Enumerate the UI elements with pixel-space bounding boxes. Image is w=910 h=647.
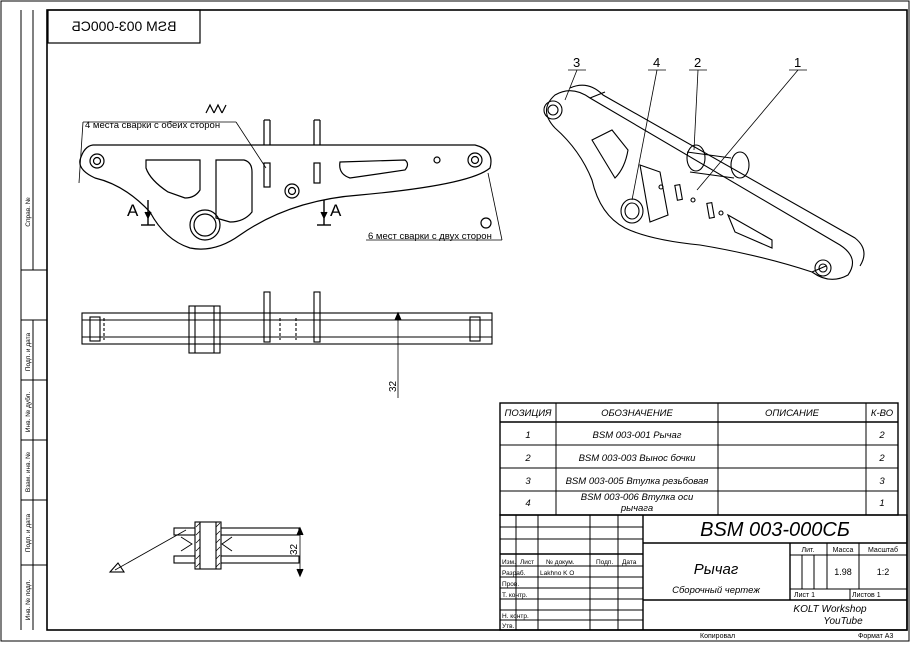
- tb-sheets-label: Листов 1: [852, 592, 881, 599]
- tb-row-approved: Утв.: [502, 623, 515, 630]
- copied-label: Копировал: [700, 633, 735, 640]
- callout-4: 4: [653, 55, 660, 70]
- weld-note-top: 4 места сварки с обеих сторон: [85, 120, 220, 131]
- spec-row-3-name: BSM 003-005 Втулка резьбовая: [566, 476, 709, 487]
- spec-row-3-pos: 3: [525, 476, 531, 487]
- dimension-height-detail: 32: [289, 543, 300, 555]
- side-label-inv-dubl: Инв. № дубл.: [24, 392, 32, 432]
- spec-row-1-name: BSM 003-001 Рычаг: [593, 430, 682, 441]
- tb-row-tcontrol: Т. контр.: [502, 592, 528, 599]
- tb-org-line2: YouTube: [823, 616, 863, 627]
- spec-row-1-qty: 2: [878, 430, 885, 441]
- top-view: [81, 291, 493, 398]
- callout-1: 1: [794, 55, 801, 70]
- weld-note-bottom: 6 мест сварки с двух сторон: [368, 231, 492, 242]
- tb-scale-value: 1:2: [877, 567, 890, 577]
- dimension-height: 32: [388, 380, 399, 392]
- spec-row-4-qty: 1: [879, 498, 884, 509]
- tb-col-sign: Подп.: [596, 559, 613, 566]
- section-mark-right: А: [330, 201, 342, 220]
- title-designation: BSM 003-000СБ: [700, 519, 850, 541]
- callout-2: 2: [694, 55, 701, 70]
- spec-row-4-pos: 4: [525, 498, 530, 509]
- tb-col-date: Дата: [622, 559, 637, 566]
- spec-header-qty: К-ВО: [871, 408, 894, 419]
- section-detail: [108, 521, 304, 578]
- section-mark-left: А: [127, 201, 139, 220]
- title-part-name: Рычаг: [694, 561, 739, 578]
- tb-mass-value: 1.98: [834, 567, 852, 577]
- spec-row-3-qty: 3: [879, 476, 885, 487]
- tb-sheet-label: Лист 1: [794, 592, 815, 599]
- callout-3: 3: [573, 55, 580, 70]
- side-label-vzam: Взам. инв. №: [25, 452, 32, 492]
- tb-row-ncontrol: Н. контр.: [502, 613, 529, 620]
- spec-table: [499, 402, 899, 516]
- tb-mass-label: Масса: [833, 547, 854, 554]
- tb-lit-label: Лит.: [802, 547, 815, 554]
- main-view: [78, 103, 503, 250]
- title-doc-type: Сборочный чертеж: [672, 585, 760, 596]
- spec-row-2-qty: 2: [878, 453, 885, 464]
- tb-scale-label: Масштаб: [868, 546, 898, 554]
- title-block: [499, 514, 908, 631]
- tb-col-list: Лист: [520, 559, 534, 566]
- spec-header-designation: ОБОЗНАЧЕНИЕ: [601, 408, 673, 419]
- side-label-podp-2: Подп. и дата: [25, 513, 32, 552]
- spec-header-position: ПОЗИЦИЯ: [504, 408, 552, 419]
- tb-row-developer: Разраб.: [502, 569, 526, 577]
- side-label-inv-podl: Инв. № подл.: [25, 580, 32, 621]
- spec-row-1-pos: 1: [525, 430, 530, 441]
- spec-row-2-pos: 2: [524, 453, 531, 464]
- tb-developer-name: Lakhno K O: [540, 570, 574, 577]
- side-label-spravka: Справ. №: [25, 197, 32, 227]
- mirrored-stamp-box: [47, 9, 201, 44]
- side-label-podp-1: Подп. и дата: [25, 332, 32, 371]
- isometric-view: [543, 69, 865, 280]
- spec-row-2-name: BSM 003-003 Вынос бочки: [579, 453, 697, 464]
- tb-col-izm: Изм.: [502, 559, 516, 566]
- tb-col-docnum: № докум.: [546, 559, 575, 566]
- tb-org-line1: KOLT Workshop: [793, 604, 867, 615]
- format-label: Формат А3: [858, 633, 893, 640]
- spec-header-description: ОПИСАНИЕ: [765, 408, 820, 419]
- side-strip: [20, 10, 47, 630]
- mirrored-stamp: BSM 003-000СБ: [72, 18, 177, 34]
- tb-row-checked: Пров.: [502, 581, 519, 588]
